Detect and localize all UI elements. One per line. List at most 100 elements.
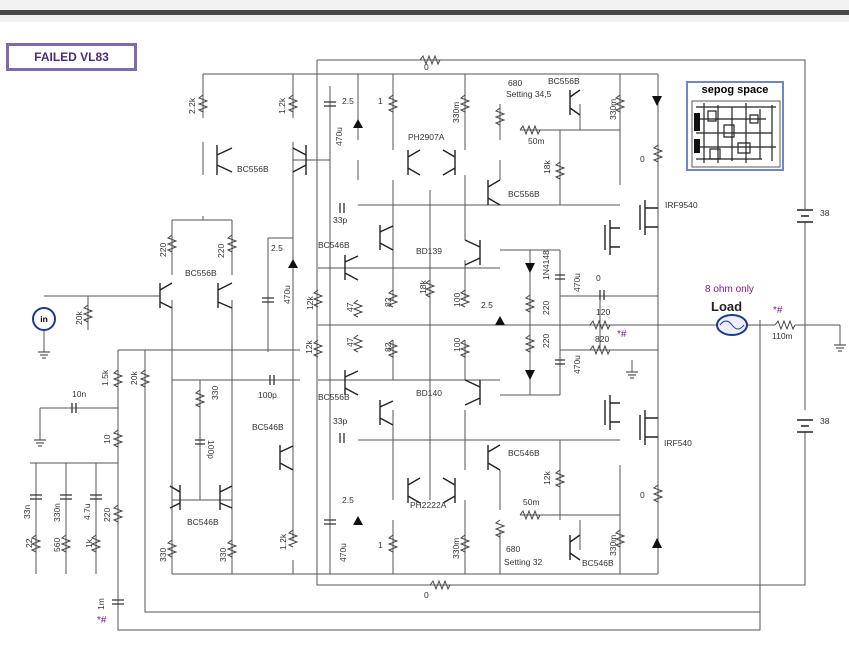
label-r-1k5: 1.5k [100, 369, 110, 386]
label-r-10: 10 [102, 434, 112, 444]
label-r-330-a: 330 [210, 386, 220, 400]
label-mark-b: *# [773, 305, 783, 316]
label-r-82-a: 82 [383, 297, 393, 307]
label-r-50m-top: 50m [528, 136, 545, 146]
label-r-0-low: 0 [640, 490, 645, 500]
label-c-470u-e: 470u [338, 543, 348, 562]
capacitors [30, 101, 605, 605]
label-r-0-bottom: 0 [424, 590, 429, 600]
label-r-680-low: 680 [506, 544, 520, 554]
input-source: in [32, 307, 56, 331]
label-setting-top: Setting 34,5 [506, 89, 552, 99]
supply-batteries [797, 209, 813, 433]
label-r-2k2: 2.2k [187, 97, 197, 114]
label-c-100p-a: 100p [258, 390, 277, 400]
label-q-bc556b-low: BC556B [318, 392, 350, 402]
transistor-q12 [407, 149, 421, 176]
mosfet-irf540-b [604, 395, 620, 430]
transistor-q18 [487, 179, 501, 206]
label-q-irf9540: IRF9540 [665, 200, 698, 210]
label-r-47-b: 47 [345, 337, 355, 347]
label-r-1k2-low: 1.2k [278, 533, 288, 550]
resistors [30, 54, 796, 591]
label-r-1-low: 1 [378, 540, 383, 550]
label-r-560: 560 [52, 538, 62, 552]
label-r-1-top: 1 [378, 96, 383, 106]
label-c-10n: 10n [72, 389, 86, 399]
label-r-18k-b: 18k [418, 280, 428, 294]
transistor-q14 [407, 477, 421, 504]
supply-pos-label: 38 [820, 208, 830, 218]
top-divider [0, 10, 849, 15]
window-top-bar [0, 0, 849, 22]
label-q-bc546b-b: BC546B [252, 422, 284, 432]
label-r-12k-a: 12k [305, 296, 315, 310]
transistor-q10 [379, 225, 394, 251]
label-r-330m-d: 330m [608, 535, 618, 556]
label-c-470u-d: 470u [572, 355, 582, 374]
label-r-120: 120 [596, 307, 610, 317]
supply-neg-label: 38 [820, 416, 830, 426]
label-q-ph2907a: PH2907A [408, 132, 445, 142]
mosfet-irf9540-b [604, 220, 620, 255]
wiring [30, 59, 841, 631]
label-mark-a: *# [617, 329, 627, 340]
label-r-18k-a: 18k [542, 160, 552, 174]
label-q-bc546b-low: BC546B [582, 558, 614, 568]
label-d-1n4148-a: 1N4148 [541, 250, 551, 280]
label-z-2-5-c: 2.5 [481, 300, 493, 310]
grounds [34, 344, 846, 447]
label-c-33p-b: 33p [333, 416, 347, 426]
label-r-0-mid: 0 [640, 154, 645, 164]
label-q-bc556b-mid: BC556B [508, 189, 540, 199]
label-q-bd139: BD139 [416, 246, 442, 256]
label-r-220-a: 220 [158, 243, 168, 257]
schematic-title-box: FAILED VL83 [6, 43, 137, 71]
label-c-33n: 33n [22, 505, 32, 519]
label-r-220-d: 220 [541, 334, 551, 348]
transistor-q11 [379, 400, 394, 426]
label-r-20k-a: 20k [74, 311, 84, 325]
label-r-0-top: 0 [424, 62, 429, 72]
label-r-330-b: 330 [158, 548, 168, 562]
label-r-100-a: 100 [452, 293, 462, 307]
label-r-47-a: 47 [345, 302, 355, 312]
load-note: 8 ohm only [705, 284, 754, 295]
label-q-bd140: BD140 [416, 388, 442, 398]
label-r-100-b: 100 [452, 338, 462, 352]
label-r-680-top: 680 [508, 78, 522, 88]
label-q-ph2222a: PH2222A [410, 500, 447, 510]
transistor-q5 [169, 485, 181, 510]
label-z-2-5-a: 2.5 [342, 96, 354, 106]
transistor-q15 [442, 477, 456, 504]
transistor-q6 [219, 485, 233, 510]
label-r-22: 22 [24, 538, 34, 548]
label-r-330m-a: 330m [451, 102, 461, 123]
transistor-q2 [292, 145, 307, 175]
label-setting-low: Setting 32 [504, 557, 543, 567]
thumbnail-panel: sepog space [686, 81, 784, 171]
label-q-bc546b-c: BC546B [508, 448, 540, 458]
label-r-110m: 110m [772, 331, 793, 341]
load-speaker: Load 8 ohm only [705, 284, 754, 336]
label-r-820: 820 [595, 334, 609, 344]
label-in: in [40, 314, 48, 324]
transistor-q4 [217, 282, 233, 309]
label-r-20k-b: 20k [129, 371, 139, 385]
transistor-q21 [569, 534, 581, 561]
label-r-220-c: 220 [541, 301, 551, 315]
schematic-title: FAILED VL83 [34, 50, 109, 64]
transistor-q20 [569, 89, 581, 116]
label-c-4-7u: 4.7u [82, 503, 92, 520]
mosfet-irf540-a [639, 410, 658, 445]
label-c-1m: 1m [96, 598, 106, 610]
label-r-330-c: 330 [218, 548, 228, 562]
label-q-bc546b-a: BC546B [318, 240, 350, 250]
label-q-bc556b-top: BC556B [548, 76, 580, 86]
label-z-2-5-d: 2.5 [342, 495, 354, 505]
thumbnail-schematic-preview [691, 100, 781, 168]
label-q-bc556b-diff: BC556B [185, 268, 217, 278]
diodes [288, 96, 662, 548]
label-c-33p-a: 33p [333, 215, 347, 225]
transistor-q19 [487, 444, 501, 471]
